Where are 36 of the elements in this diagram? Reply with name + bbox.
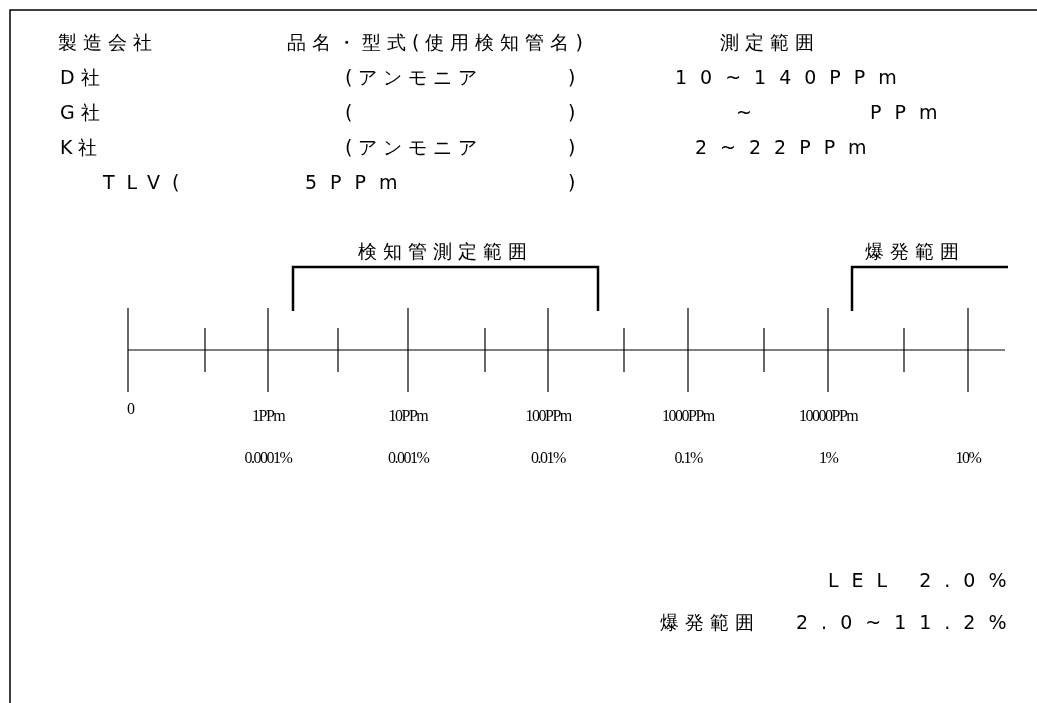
bracket-text: ) [568,172,582,192]
gas-name: (アンモニア [345,137,484,157]
bracket-text: ) [568,137,582,157]
range-heading: 検知管測定範囲 [357,241,533,261]
tlv-value: 5PPm [305,172,411,192]
range-text: PPm [870,102,951,122]
note-text: 2.0~11.2% [796,612,1020,632]
column-heading: 製造会社 [58,32,158,52]
bracket-text: ( [345,102,359,122]
gas-name: (アンモニア [345,67,484,87]
axis-label: 0 [127,401,135,417]
note-text: 爆発範囲 [660,612,760,632]
bracket-text: ) [568,67,582,87]
axis-label: 0.01% [531,450,565,466]
note-text: LEL 2.0% [828,570,1020,590]
range-text: ~ [736,102,758,122]
tlv-label: TLV( [103,172,192,192]
company-label: K社 [60,137,104,157]
column-heading: 品名・型式(使用検知管名) [287,32,589,52]
axis-label: 0.001% [388,450,429,466]
axis-label: 10000PPm [799,408,858,424]
company-label: G社 [60,102,106,122]
axis-label: 0.1% [674,450,702,466]
axis-label: 1% [819,450,838,466]
column-heading: 測定範囲 [720,32,820,52]
axis-label: 1PPm [252,408,285,424]
axis-label: 10% [955,450,981,466]
axis-label: 1000PPm [662,408,714,424]
range-heading: 爆発範囲 [865,241,965,261]
axis-label: 0.0001% [244,450,292,466]
bracket-text: ) [568,102,582,122]
axis-label: 100PPm [525,408,571,424]
axis-label: 10PPm [388,408,428,424]
company-label: D社 [60,67,106,87]
range-text: 2~22PPm [695,137,880,157]
range-text: 10~140PPm [675,67,910,87]
